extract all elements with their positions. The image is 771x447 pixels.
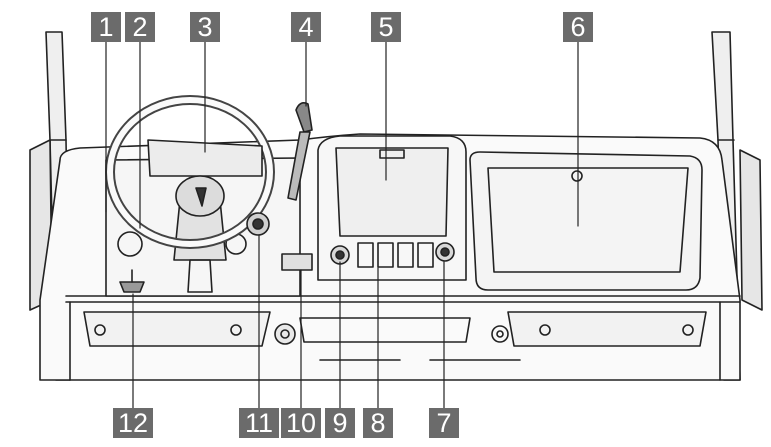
callout-4: 4 <box>291 12 321 42</box>
steering-wheel <box>105 95 275 249</box>
callout-8: 8 <box>363 408 393 438</box>
callout-2: 2 <box>125 12 155 42</box>
callout-7: 7 <box>429 408 459 438</box>
callout-11: 11 <box>239 408 279 438</box>
callout-3: 3 <box>190 12 220 42</box>
center-console <box>317 135 467 281</box>
leader-lines <box>105 41 579 409</box>
lower-dash-panels <box>83 311 707 361</box>
gear-selector <box>287 102 313 201</box>
callout-9: 9 <box>325 408 355 438</box>
callout-1: 1 <box>91 12 121 42</box>
glove-box <box>469 151 703 291</box>
callout-12: 12 <box>113 408 153 438</box>
callout-6: 6 <box>563 12 593 42</box>
callout-5: 5 <box>371 12 401 42</box>
ignition-switch <box>246 212 270 236</box>
accessory-outlet <box>281 253 313 271</box>
callout-10: 10 <box>281 408 321 438</box>
parking-brake-knob <box>119 269 145 293</box>
